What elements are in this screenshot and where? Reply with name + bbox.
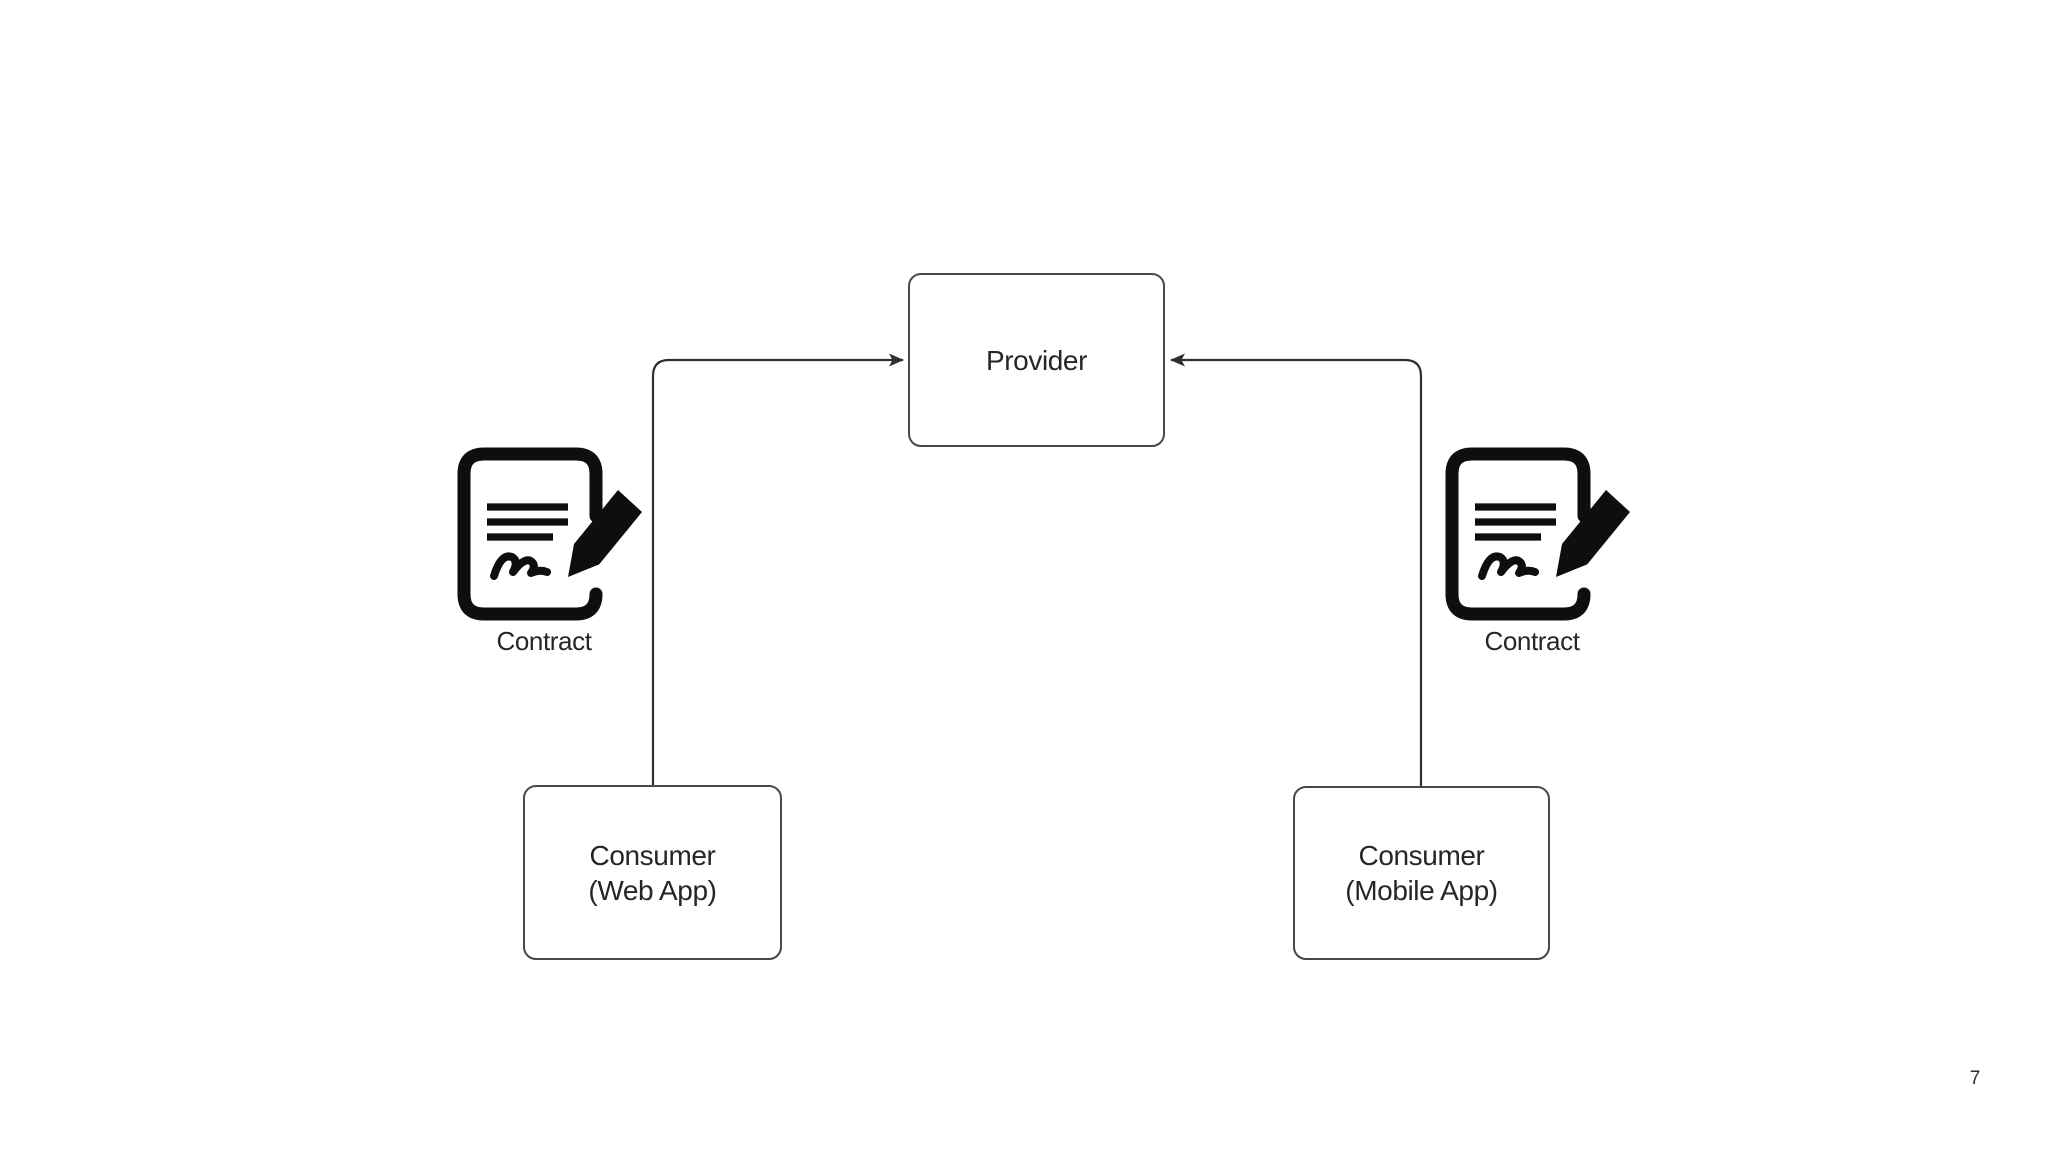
consumer-web-label-line2: (Web App)	[588, 874, 717, 906]
contract-label-left: Contract	[496, 626, 592, 656]
contract-label-right: Contract	[1484, 626, 1580, 656]
consumer-web-box: Consumer (Web App)	[523, 785, 782, 960]
document-text-lines	[487, 503, 568, 541]
provider-label: Provider	[985, 344, 1088, 376]
contract-signing-icon	[457, 447, 642, 621]
pen-icon	[1556, 490, 1630, 577]
contract-signing-icon	[1445, 447, 1630, 621]
consumer-mobile-box: Consumer (Mobile App)	[1293, 786, 1550, 960]
page-number: 7	[1969, 1068, 1981, 1089]
connector-consumer-web-to-provider	[651, 353, 904, 785]
pen-icon	[568, 490, 642, 577]
signature-scribble	[1478, 552, 1539, 580]
provider-box: Provider	[908, 273, 1165, 447]
document-text-lines	[1475, 503, 1556, 541]
connector-consumer-mobile-to-provider	[1170, 353, 1423, 786]
consumer-mobile-label-line2: (Mobile App)	[1345, 875, 1498, 906]
document-outline	[1445, 447, 1591, 621]
consumer-web-label-line1: Consumer	[589, 839, 716, 871]
consumer-mobile-label-line1: Consumer	[1358, 840, 1485, 871]
document-outline	[457, 447, 603, 621]
contract-group-right: Contract	[1428, 444, 1636, 657]
signature-scribble	[490, 552, 551, 580]
contract-group-left: Contract	[440, 444, 648, 657]
